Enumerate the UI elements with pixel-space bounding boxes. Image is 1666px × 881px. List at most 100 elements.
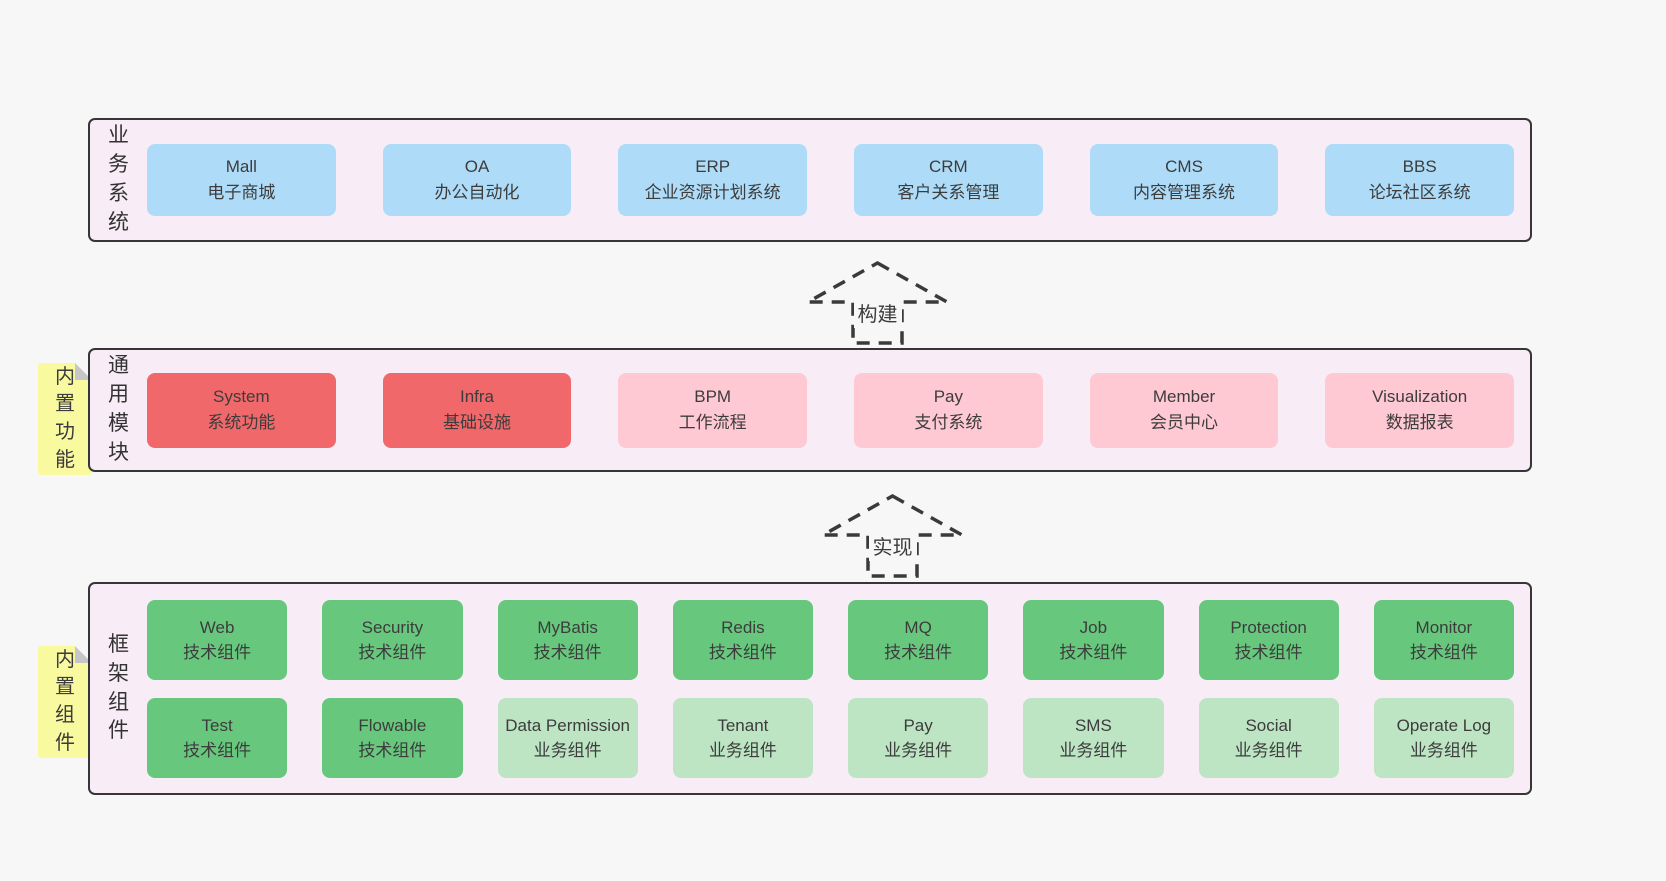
build-arrow-label: 构建	[853, 297, 902, 328]
box-title: SMS	[1074, 715, 1112, 735]
dashed-up-arrow-icon	[805, 260, 950, 345]
box-pay: Pay 支付系统	[854, 372, 1043, 448]
box-subtitle: 业务组件	[708, 740, 777, 760]
box-subtitle: 电子商城	[207, 183, 276, 202]
box-redis: Redis 技术组件	[672, 599, 813, 680]
note-text: 内置功能	[55, 365, 75, 471]
box-subtitle: 业务组件	[884, 740, 953, 760]
box-subtitle: 技术组件	[1059, 642, 1128, 662]
box-subtitle: 数据报表	[1385, 413, 1454, 432]
box-title: OA	[464, 157, 490, 176]
box-title: Protection	[1230, 617, 1307, 637]
box-system: System 系统功能	[147, 372, 336, 448]
box-security: Security 技术组件	[322, 599, 463, 680]
side-label-text: 框架组件	[107, 632, 129, 743]
box-subtitle: 技术组件	[183, 740, 252, 760]
box-title: Social	[1245, 715, 1292, 735]
common-modules-side-label: 通用模块	[90, 350, 147, 470]
box-subtitle: 企业资源计划系统	[644, 183, 781, 202]
box-title: Member	[1152, 387, 1216, 406]
box-subtitle: 办公自动化	[434, 183, 520, 202]
box-subtitle: 技术组件	[358, 642, 427, 662]
framework-row-1: Web 技术组件 Security 技术组件 MyBatis 技术组件 Redi…	[147, 599, 1514, 680]
box-tenant: Tenant 业务组件	[672, 697, 813, 778]
box-oa: OA 办公自动化	[382, 144, 572, 216]
box-data-permission: Data Permission 业务组件	[497, 697, 638, 778]
box-subtitle: 工作流程	[678, 413, 747, 432]
box-title: Job	[1079, 617, 1108, 637]
box-title: Pay	[933, 387, 963, 406]
box-title: ERP	[695, 157, 731, 176]
box-title: Tenant	[717, 715, 769, 735]
box-mq: MQ 技术组件	[848, 599, 989, 680]
business-systems-panel: 业务系统 Mall 电子商城 OA 办公自动化 ERP 企业资源计划系统 CRM…	[88, 118, 1532, 242]
side-label-text: 业务系统	[107, 124, 129, 234]
box-subtitle: 技术组件	[358, 740, 427, 760]
box-mall: Mall 电子商城	[147, 144, 336, 216]
box-title: Monitor	[1415, 617, 1473, 637]
box-subtitle: 论坛社区系统	[1368, 183, 1471, 202]
box-subtitle: 业务组件	[1059, 740, 1128, 760]
box-subtitle: 业务组件	[1409, 740, 1478, 760]
box-subtitle: 基础设施	[443, 413, 511, 432]
box-title: BPM	[694, 387, 732, 406]
box-title: Pay	[903, 715, 933, 735]
box-title: BBS	[1402, 157, 1437, 176]
box-subtitle: 会员中心	[1150, 413, 1219, 432]
box-cms: CMS 内容管理系统	[1089, 144, 1279, 216]
box-title: Security	[361, 617, 424, 637]
framework-components-side-label: 框架组件	[90, 584, 147, 793]
box-title: MQ	[904, 617, 932, 637]
box-sms: SMS 业务组件	[1023, 697, 1164, 778]
box-visualization: Visualization 数据报表	[1325, 372, 1515, 448]
box-subtitle: 技术组件	[533, 642, 602, 662]
side-label-text: 通用模块	[107, 354, 129, 464]
box-erp: ERP 企业资源计划系统	[618, 144, 808, 216]
box-subtitle: 技术组件	[1234, 642, 1303, 662]
box-subtitle: 技术组件	[884, 642, 953, 662]
box-title: CRM	[928, 157, 968, 176]
built-in-features-note: 内置功能	[38, 363, 92, 475]
box-subtitle: 支付系统	[914, 413, 983, 432]
box-subtitle: 客户关系管理	[897, 183, 1000, 202]
box-title: Data Permission	[505, 715, 630, 735]
built-in-components-note: 内置组件	[38, 646, 92, 758]
box-job: Job 技术组件	[1023, 599, 1164, 680]
framework-components-panel: 框架组件 Web 技术组件 Security 技术组件 MyBatis 技术组件…	[88, 582, 1532, 795]
implement-arrow-label: 实现	[868, 530, 917, 561]
box-subtitle: 技术组件	[708, 642, 777, 662]
box-crm: CRM 客户关系管理	[854, 144, 1043, 216]
box-pay: Pay 业务组件	[848, 697, 989, 778]
box-social: Social 业务组件	[1198, 697, 1339, 778]
box-title: Operate Log	[1396, 715, 1492, 735]
box-bbs: BBS 论坛社区系统	[1325, 144, 1515, 216]
box-title: Flowable	[358, 715, 427, 735]
box-title: Web	[199, 617, 235, 637]
box-flowable: Flowable 技术组件	[322, 697, 463, 778]
box-monitor: Monitor 技术组件	[1373, 599, 1514, 680]
box-title: Mall	[225, 157, 257, 176]
box-bpm: BPM 工作流程	[618, 372, 808, 448]
box-subtitle: 业务组件	[533, 740, 602, 760]
box-member: Member 会员中心	[1089, 372, 1279, 448]
note-text: 内置组件	[55, 648, 75, 754]
implement-arrow: 实现	[820, 493, 965, 579]
box-subtitle: 技术组件	[1409, 642, 1478, 662]
box-title: CMS	[1165, 157, 1203, 176]
build-arrow: 构建	[805, 260, 950, 346]
box-title: Infra	[459, 387, 495, 406]
box-title: Visualization	[1372, 387, 1468, 406]
box-operate-log: Operate Log 业务组件	[1373, 697, 1514, 778]
box-title: Redis	[721, 617, 765, 637]
box-protection: Protection 技术组件	[1198, 599, 1339, 680]
box-infra: Infra 基础设施	[382, 372, 572, 448]
box-subtitle: 系统功能	[207, 413, 276, 432]
box-mybatis: MyBatis 技术组件	[497, 599, 638, 680]
dashed-up-arrow-icon	[820, 493, 965, 578]
box-test: Test 技术组件	[147, 697, 288, 778]
common-modules-row: System 系统功能 Infra 基础设施 BPM 工作流程 Pay 支付系统…	[147, 372, 1515, 448]
box-title: Test	[201, 715, 233, 735]
framework-row-2: Test 技术组件 Flowable 技术组件 Data Permission …	[147, 697, 1514, 778]
business-systems-row: Mall 电子商城 OA 办公自动化 ERP 企业资源计划系统 CRM 客户关系…	[147, 144, 1515, 216]
box-subtitle: 业务组件	[1234, 740, 1303, 760]
